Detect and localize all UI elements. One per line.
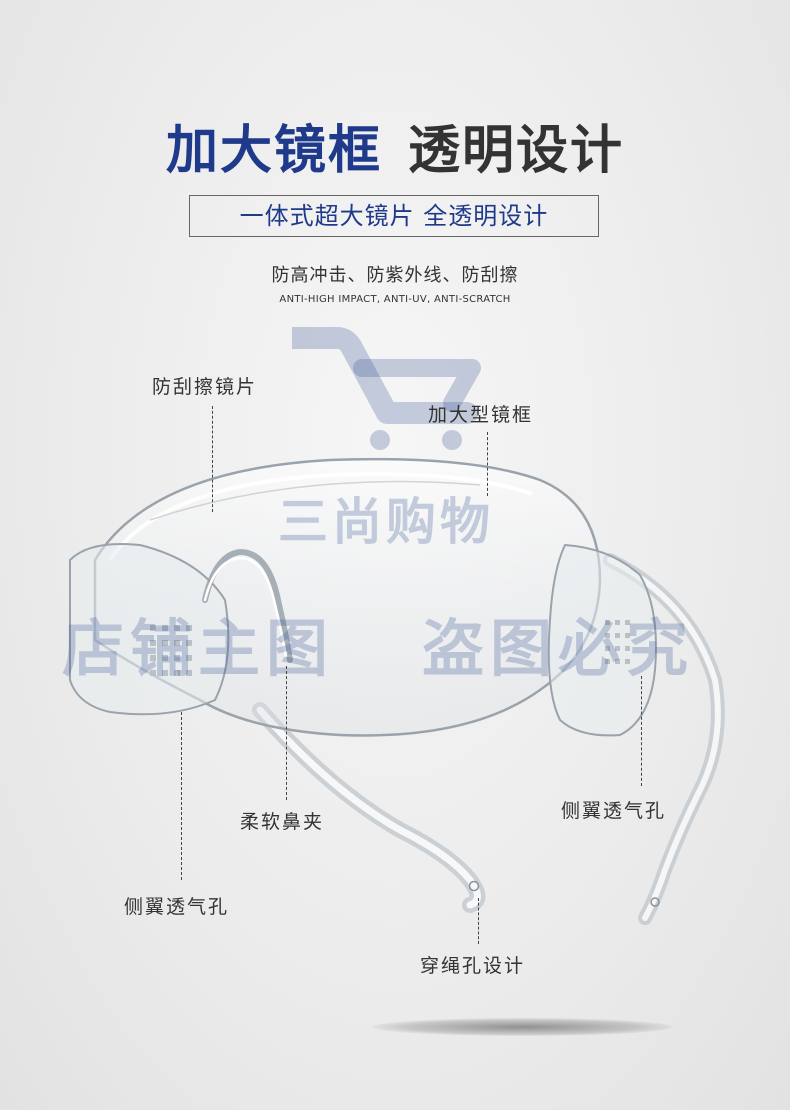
right-lanyard-hole <box>650 897 660 907</box>
watermark-right: 盗图必究 <box>422 612 695 685</box>
nose-bridge <box>202 548 293 663</box>
subtitle-box: 一体式超大镜片 全透明设计 <box>189 195 599 237</box>
callout-lens-label: 防刮擦镜片 <box>152 376 258 398</box>
callout-lens-line <box>212 406 213 512</box>
watermark-left: 店铺主图 <box>62 612 335 685</box>
callout-frame-line <box>487 432 488 496</box>
product-shadow <box>372 1018 672 1036</box>
callout-lanyard-line <box>478 898 479 944</box>
right-vent-holes <box>605 620 630 664</box>
callout-vent-left-label: 侧翼透气孔 <box>124 896 230 918</box>
callout-vent-right-line <box>641 676 642 786</box>
callout-vent-left-line <box>181 712 182 880</box>
feature-list-en: ANTI-HIGH IMPACT, ANTI-UV, ANTI-SCRATCH <box>279 294 511 305</box>
callout-lanyard-label: 穿绳孔设计 <box>420 955 526 977</box>
page-title: 加大镜框透明设计 <box>0 108 790 183</box>
callout-nose-label: 柔软鼻夹 <box>240 811 325 833</box>
title-main: 透明设计 <box>408 121 625 181</box>
callout-vent-right-label: 侧翼透气孔 <box>561 800 667 822</box>
left-lanyard-hole <box>468 880 480 892</box>
title-highlight: 加大镜框 <box>165 121 382 181</box>
watermark-brand: 三尚购物 <box>278 493 494 551</box>
left-vent-holes <box>150 625 192 676</box>
callout-nose-line <box>286 666 287 800</box>
shopping-cart-icon <box>281 327 481 450</box>
callout-frame-label: 加大型镜框 <box>428 404 534 426</box>
feature-list-cn: 防高冲击、防紫外线、防刮擦 <box>271 265 519 286</box>
right-side-shield <box>547 543 657 737</box>
watermark-logo <box>281 318 492 458</box>
